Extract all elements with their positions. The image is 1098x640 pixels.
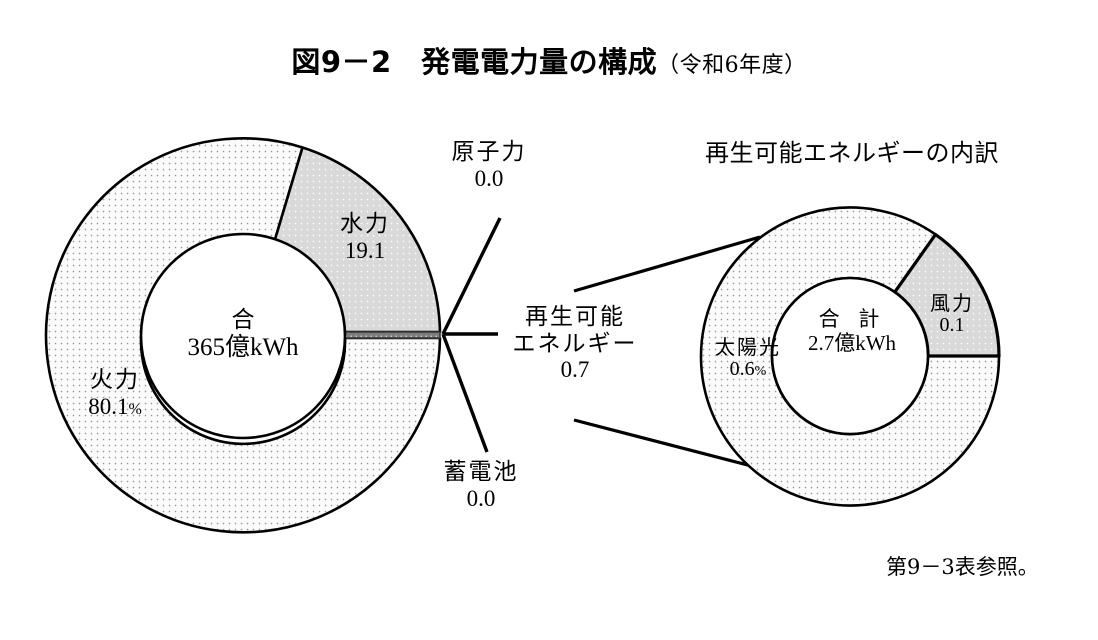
label-renewable-value: 0.7 [560,356,590,382]
leader-line-battery [441,333,489,453]
left-donut-group [44,137,502,534]
leader-line-nuclear [441,217,502,335]
label-solar: 太陽光 0.6% [715,336,781,381]
label-nuclear-name: 原子力 [451,139,527,165]
subchart-title: 再生可能エネルギーの内訳 [705,139,999,167]
label-renewable-name-line1: 再生可能 [525,304,625,330]
label-hydro-value: 19.1 [344,237,386,263]
label-thermal-unit: % [128,400,142,418]
right-center-label: 合 計 [818,307,886,331]
label-renewable-name-line2: エネルギー [512,330,638,356]
right-center-value: 2.7億kWh [807,330,897,355]
connector-line-top [573,235,761,293]
left-donut-hole [139,232,347,440]
slice-thermal[interactable] [44,137,442,534]
label-solar-number: 0.6 [729,358,755,381]
left-center-value: 365億kWh [187,333,299,361]
slice-renewable[interactable] [344,331,441,339]
label-thermal: 火力 80.1% [88,367,142,420]
page-title-sub: （令和6年度） [657,53,807,78]
label-wind: 風力 0.1 [930,292,974,337]
page-title-main: 図9－2 発電電力量の構成 [291,45,658,79]
right-donut-group [699,206,1001,507]
label-battery-value: 0.0 [466,485,496,511]
label-hydro-name: 水力 [340,211,390,237]
label-nuclear: 原子力 0.0 [451,139,527,192]
label-thermal-value: 80.1% [88,394,142,420]
label-renewable: 再生可能 エネルギー 0.7 [512,304,638,382]
label-solar-name: 太陽光 [715,335,781,359]
page-title: 図9－2 発電電力量の構成（令和6年度） [291,46,806,79]
label-thermal-name: 火力 [89,367,140,393]
label-wind-value: 0.1 [939,314,965,337]
label-solar-value: 0.6% [715,358,781,380]
left-center-label: 合 [231,307,255,333]
right-center-total: 合 計 2.7億kWh [807,307,897,355]
label-wind-name: 風力 [930,291,974,315]
label-solar-unit: % [754,364,767,380]
footnote: 第9－3表参照。 [886,555,1039,579]
label-thermal-number: 80.1 [88,393,129,419]
label-nuclear-value: 0.0 [474,165,504,191]
label-battery-name: 蓄電池 [443,459,519,485]
label-battery: 蓄電池 0.0 [443,459,519,512]
left-center-total: 合 365億kWh [187,307,299,362]
label-hydro: 水力 19.1 [340,211,390,264]
right-donut-hole [770,276,930,436]
